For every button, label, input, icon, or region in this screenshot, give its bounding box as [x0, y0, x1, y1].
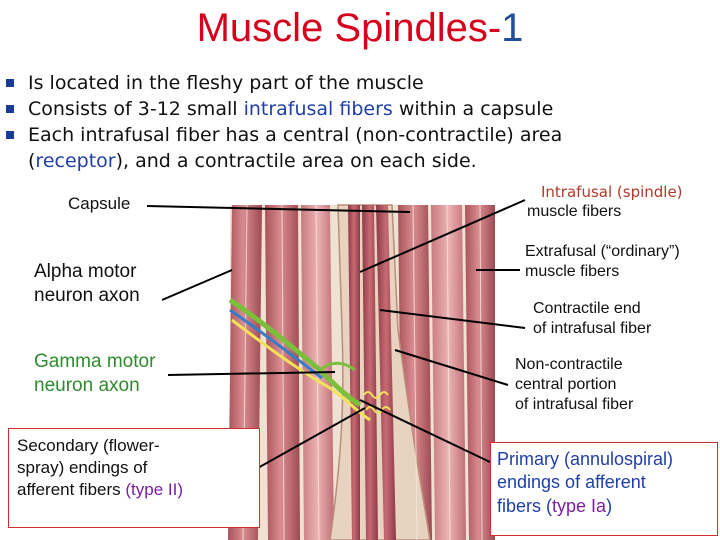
gamma-motor-label: Gamma motor neuron axon	[34, 350, 155, 398]
bullet-continuation: (receptor), and a contractile area on ea…	[28, 148, 716, 174]
secondary-label-line1: Secondary (flower-	[17, 436, 160, 455]
bullet-square-icon	[6, 105, 14, 113]
bullet-item: Each intrafusal fiber has a central (non…	[6, 122, 716, 174]
primary-endings-box: Primary (annulospiral) endings of affere…	[490, 442, 718, 536]
slide-title: Muscle Spindles-1	[0, 6, 720, 51]
non-contractile-label-line1: Non-contractile	[515, 356, 623, 373]
primary-label-line3: fibers (type Ia)	[497, 495, 613, 516]
leader-alpha	[161, 269, 233, 301]
leader-primary	[359, 399, 491, 463]
leader-noncontractile	[394, 349, 509, 386]
bullet-square-icon	[6, 79, 14, 87]
primary-label-line2: endings of afferent	[497, 472, 646, 493]
intrafusal-label: Intrafusal (spindle) muscle fibers	[527, 183, 683, 222]
secondary-endings-label: Secondary (flower- spray) endings of aff…	[17, 435, 251, 501]
bullet-text: Consists of 3-12 small	[28, 98, 244, 120]
alpha-motor-label-line2: neuron axon	[34, 284, 140, 306]
gamma-motor-label-line2: neuron axon	[34, 374, 140, 396]
type-ia-label: type Ia	[552, 495, 607, 516]
primary-endings-label: Primary (annulospiral) endings of affere…	[497, 448, 711, 518]
leader-capsule	[146, 205, 411, 213]
secondary-label-line3: afferent fibers (type II)	[17, 480, 183, 500]
intrafusal-label-line1: Intrafusal (spindle)	[541, 183, 683, 201]
leader-intrafusal	[359, 199, 526, 273]
bullet-highlight: intrafusal fibers	[243, 98, 393, 120]
secondary-endings-box: Secondary (flower- spray) endings of aff…	[8, 428, 260, 528]
title-text: Muscle Spindles-	[196, 6, 502, 50]
alpha-motor-label: Alpha motor neuron axon	[34, 260, 140, 308]
bullet-text: Is located in the fleshy part of the mus…	[28, 72, 424, 94]
leader-lines	[146, 199, 526, 479]
secondary-label-line2: spray) endings of	[17, 458, 148, 478]
extrafusal-label-line2: muscle fibers	[525, 263, 620, 280]
contractile-end-label-line2: of intrafusal fiber	[533, 320, 652, 337]
title-number: 1	[501, 6, 524, 50]
alpha-motor-label-line1: Alpha motor	[34, 261, 137, 282]
bullet-square-icon	[6, 131, 14, 139]
non-contractile-label-line3: of intrafusal fiber	[515, 396, 634, 413]
nerve-bundle	[228, 297, 371, 422]
non-contractile-label-line2: central portion	[515, 376, 617, 393]
type-ii-label: (type II)	[125, 480, 183, 500]
sensory-endings	[363, 391, 391, 414]
bullet-text: within a capsule	[392, 98, 554, 120]
extrafusal-label-line1: Extrafusal (“ordinary”)	[525, 243, 680, 260]
bullet-list: Is located in the fleshy part of the mus…	[6, 70, 716, 174]
leader-contractile	[379, 309, 526, 329]
bullet-item: Consists of 3-12 small intrafusal fibers…	[6, 96, 716, 122]
intrafusal-fibers	[348, 205, 396, 540]
bullet-text: Each intrafusal fiber has a central (non…	[28, 124, 563, 146]
bullet-text: ), and a contractile area on each side.	[115, 150, 477, 172]
capsule-label: Capsule	[68, 194, 131, 213]
extrafusal-label: Extrafusal (“ordinary”) muscle fibers	[525, 242, 680, 282]
contractile-end-label: Contractile end of intrafusal fiber	[533, 299, 651, 339]
intrafusal-label-line2: muscle fibers	[527, 202, 622, 220]
primary-label-line1: Primary (annulospiral)	[497, 449, 674, 469]
contractile-end-label-line1: Contractile end	[533, 300, 641, 317]
leader-gamma	[167, 371, 336, 376]
non-contractile-label: Non-contractile central portion of intra…	[515, 355, 633, 415]
bullet-highlight: receptor	[35, 150, 116, 172]
leader-secondary	[239, 407, 366, 479]
gamma-motor-label-line1: Gamma motor	[34, 351, 156, 372]
bullet-text: (	[28, 150, 36, 172]
bullet-item: Is located in the fleshy part of the mus…	[6, 70, 716, 96]
